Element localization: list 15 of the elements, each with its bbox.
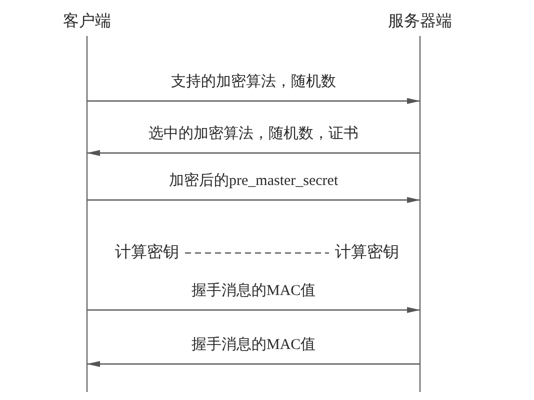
- participant-label: 客户端: [63, 12, 111, 32]
- step-label: 计算密钥: [115, 243, 179, 263]
- dashed-line: [185, 252, 329, 254]
- arrow: [87, 98, 420, 104]
- arrow: [87, 361, 420, 367]
- arrow: [87, 307, 420, 313]
- message-label: 支持的加密算法，随机数: [171, 73, 336, 92]
- arrow: [87, 197, 420, 203]
- message-label: 握手消息的MAC值: [192, 336, 316, 355]
- message-label: 加密后的pre_master_secret: [169, 172, 338, 191]
- step-label: 计算密钥: [335, 243, 399, 263]
- participant-label: 服务器端: [388, 12, 452, 32]
- message-label: 握手消息的MAC值: [192, 282, 316, 301]
- arrow: [87, 150, 420, 156]
- message-label: 选中的加密算法，随机数，证书: [148, 125, 358, 144]
